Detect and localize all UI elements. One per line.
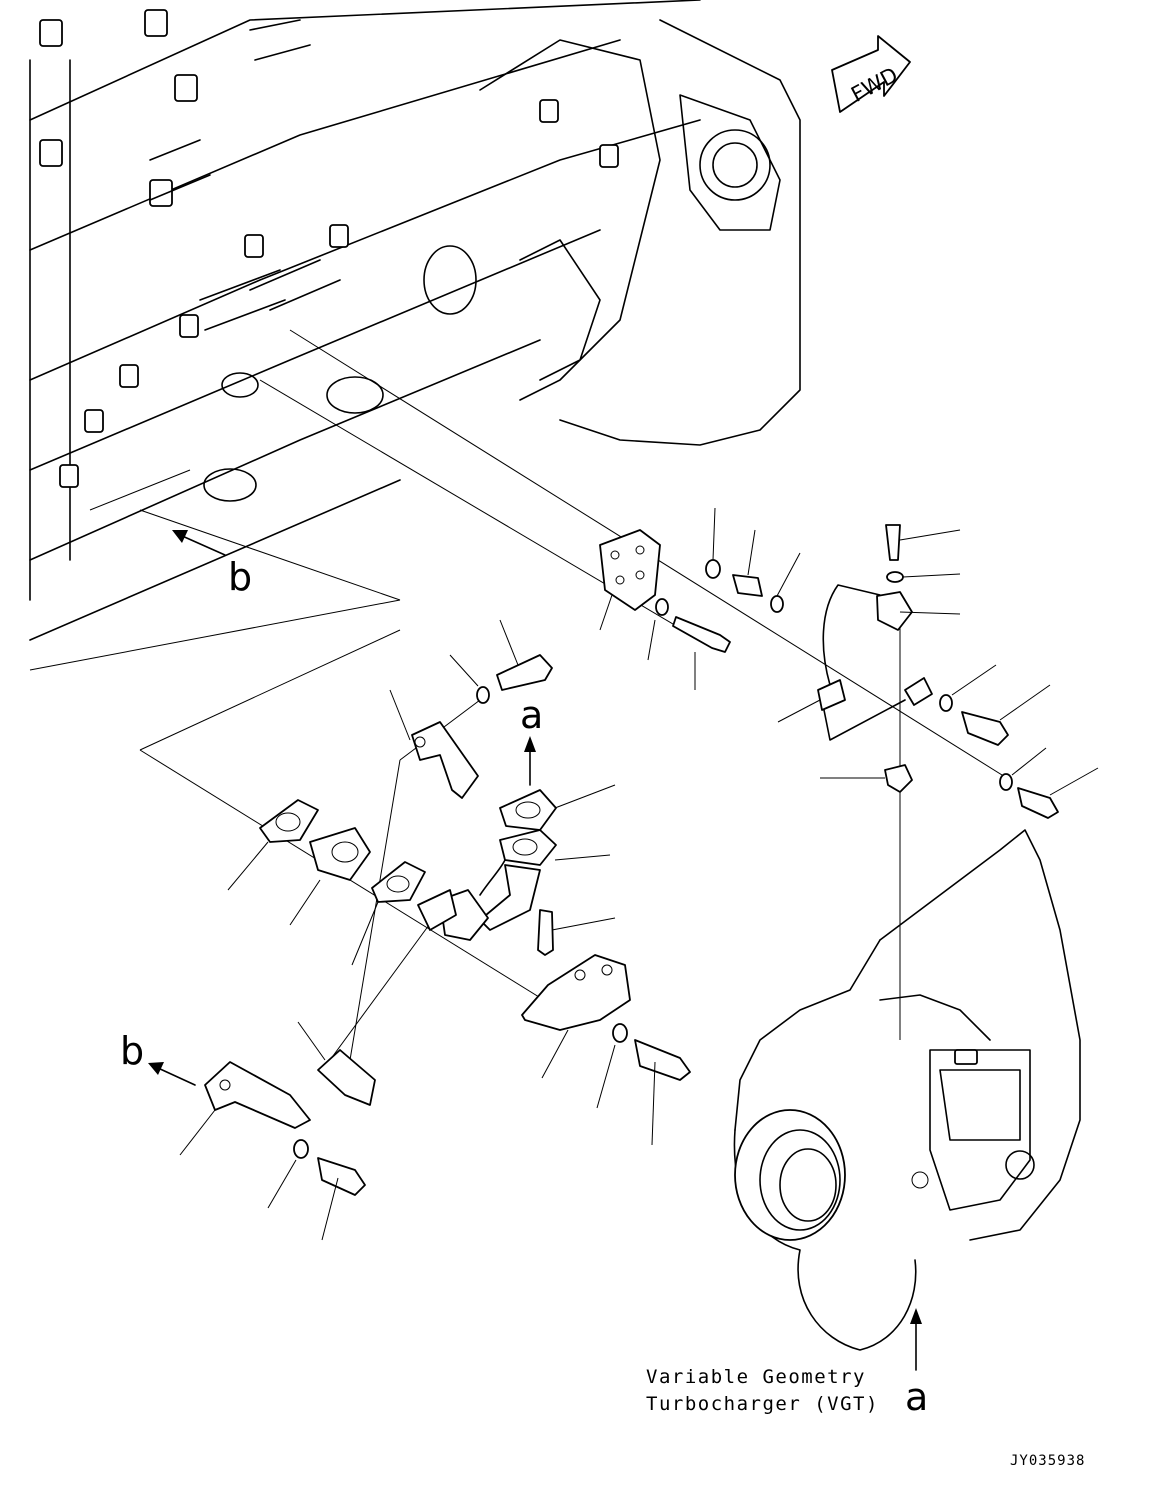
arrow-icon [148,1062,164,1075]
view-marker-b-bottom: b [120,1029,196,1086]
caption-line-2: Turbocharger (VGT) [646,1393,879,1415]
turbocharger [733,829,1081,1351]
marker-b-top-label: b [228,555,252,599]
marker-a-bottom-label: a [905,1375,928,1419]
view-marker-a-bottom: a [905,1308,928,1419]
fwd-arrow-icon [831,35,911,113]
arrow-icon [172,530,188,543]
marker-a-top-label: a [520,693,543,737]
lower-bracket [521,954,691,1146]
arrow-icon [910,1308,922,1324]
view-marker-b-top: b [172,530,252,599]
engine-block [29,0,801,641]
lower-left-parts [179,1021,376,1241]
turbo-caption: Variable Geometry Turbocharger (VGT) [646,1366,879,1415]
arrow-icon [524,736,536,752]
fwd-marker: FWD [831,35,911,113]
view-marker-a-top: a [520,693,543,786]
drawing-reference: JY035938 [1010,1453,1085,1469]
gasket-stack [227,799,426,966]
upper-bracket [389,619,553,799]
assembly-lines [29,329,1011,1061]
pipe-fasteners [820,524,1099,819]
oil-pipe [777,584,961,741]
exhaust-elbow [417,784,616,956]
flange-fasteners [647,507,801,690]
caption-line-1: Variable Geometry [646,1366,866,1388]
marker-b-bottom-label: b [120,1029,144,1073]
flange-plate [599,529,661,631]
